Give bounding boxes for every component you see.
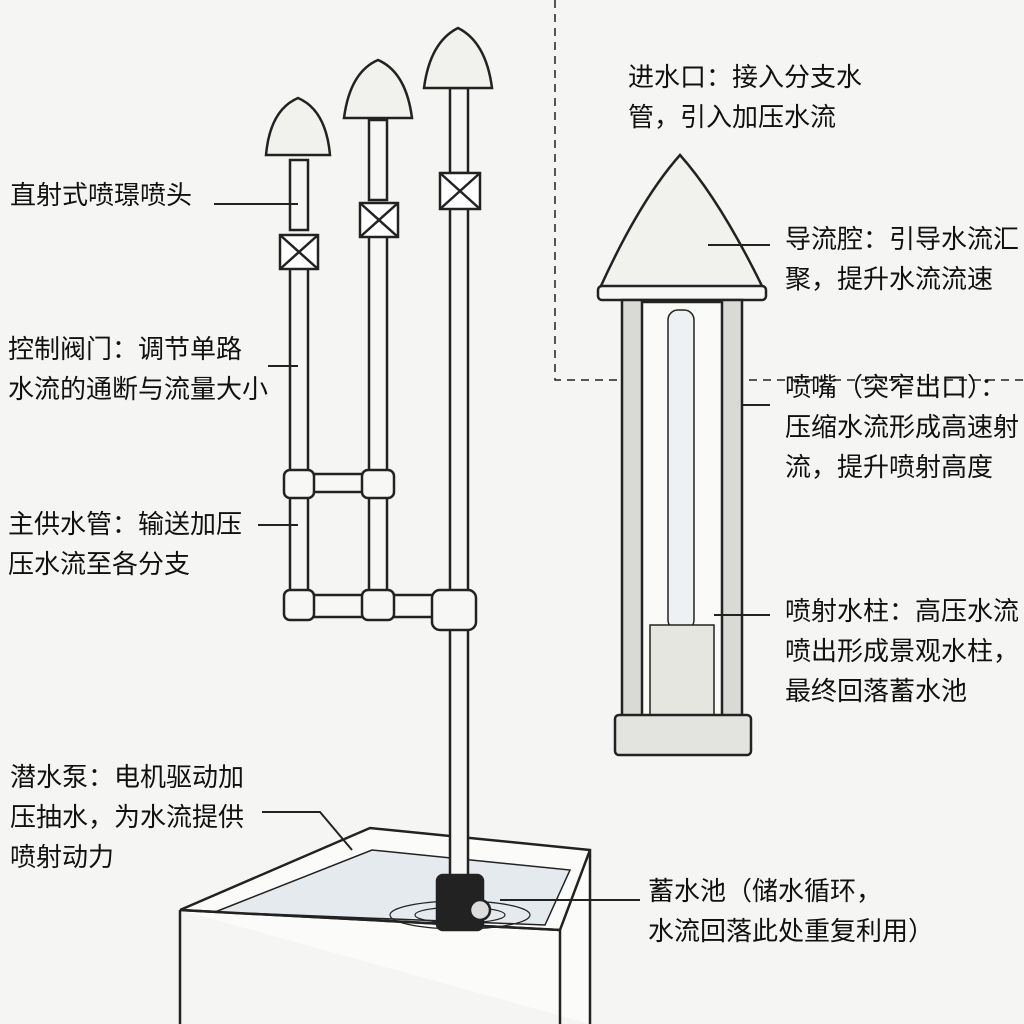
label-line: 水流回落此处重复利用） <box>648 917 935 947</box>
label-line: 流，提升喷射高度 <box>785 453 994 483</box>
label-guide-chamber: 导流腔：引导水流汇 聚，提升水流流速 <box>785 220 1019 300</box>
label-line: 压缩水流形成高速射 <box>785 413 1020 443</box>
label-nozzle-head: 直射式喷璟喷头 <box>10 176 192 216</box>
label-line: 最终回落蓄水池 <box>785 677 968 707</box>
label-water-column: 喷射水柱：高压水流 喷出形成景观水柱， 最终回落蓄水池 <box>785 592 1019 712</box>
leader-lines <box>214 203 770 901</box>
submersible-pump <box>435 873 492 932</box>
label-line: 进水口：接入分支水 <box>628 63 863 93</box>
label-line: 喷出形成景观水柱， <box>785 637 1020 667</box>
label-main-pipe: 主供水管：输送加压 压水流至各分支 <box>8 505 242 585</box>
label-control-valve: 控制阀门：调节单路 水流的通断与流量大小 <box>8 330 268 410</box>
nozzle-heads <box>264 26 494 157</box>
label-line: 水流的通断与流量大小 <box>8 375 269 405</box>
label-line: 聚，提升水流流速 <box>785 265 994 295</box>
label-line: 主供水管：输送加压 <box>8 510 243 540</box>
label-nozzle: 喷嘴（突窄出口）： 压缩水流形成高速射 流，提升喷射高度 <box>785 368 1019 488</box>
label-line: 压水流至各分支 <box>8 550 191 580</box>
label-line: 潜水泵：电机驱动加 <box>10 763 245 793</box>
label-line: 喷射水柱：高压水流 <box>785 597 1020 627</box>
label-line: 导流腔：引导水流汇 <box>785 225 1020 255</box>
label-line: 压抽水，为水流提供 <box>10 803 245 833</box>
label-line: 管，引入加压水流 <box>628 103 837 133</box>
label-reservoir: 蓄水池（储水循环， 水流回落此处重复利用） <box>648 872 934 952</box>
control-valves <box>278 171 482 271</box>
label-pump: 潜水泵：电机驱动加 压抽水，为水流提供 喷射动力 <box>10 758 244 878</box>
label-line: 控制阀门：调节单路 <box>8 335 243 365</box>
label-line: 喷嘴（突窄出口）： <box>785 373 1007 403</box>
label-line: 喷射动力 <box>10 843 115 873</box>
label-line: 直射式喷璟喷头 <box>10 181 193 211</box>
detail-box-border <box>554 0 1024 381</box>
nozzle-cross-section <box>596 153 768 757</box>
label-inlet: 进水口：接入分支水 管，引入加压水流 <box>628 58 862 138</box>
label-line: 蓄水池（储水循环， <box>648 877 883 907</box>
